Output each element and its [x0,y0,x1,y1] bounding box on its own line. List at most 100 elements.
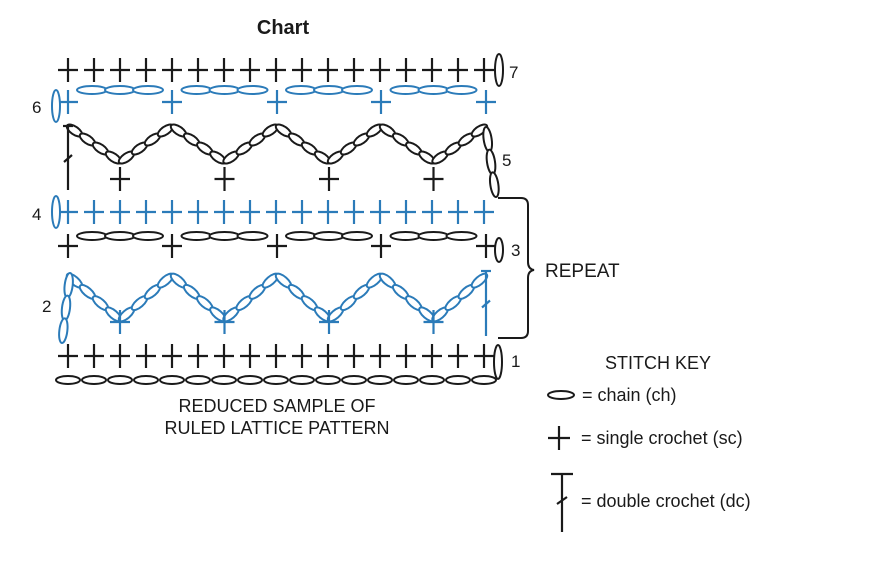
single-crochet-stitch [240,58,260,82]
single-crochet-stitch [423,167,444,191]
single-crochet-stitch [318,344,338,368]
single-crochet-stitch [448,58,468,82]
chain-stitch [393,375,419,385]
single-crochet-stitch [292,58,312,82]
chain-stitch [285,231,317,241]
single-crochet-stitch [396,200,416,224]
single-crochet-stitch [136,344,156,368]
chain-stitch [494,237,504,263]
single-crochet-stitch [344,58,364,82]
single-crochet-stitch [267,90,287,114]
row-1-stitches [55,344,503,385]
row-number-6: 6 [32,98,41,117]
single-crochet-stitch [110,167,130,191]
single-crochet-stitch [422,200,442,224]
single-crochet-stitch [319,310,339,334]
single-crochet-stitch [58,58,78,82]
single-crochet-stitch [188,200,208,224]
single-crochet-stitch [266,344,286,368]
single-crochet-stitch [423,310,444,334]
chain-symbol-icon [547,390,575,400]
double-crochet-stitch [481,269,491,336]
single-crochet-stitch [162,344,182,368]
single-crochet-stitch [240,344,260,368]
chain-stitch [470,123,489,138]
single-crochet-stitch [344,200,364,224]
single-crochet-stitch [318,200,338,224]
chart-caption-line1: REDUCED SAMPLE OF [178,396,375,416]
repeat-bracket [498,197,535,339]
chain-stitch [445,231,478,241]
single-crochet-stitch [292,344,312,368]
chain-stitch [55,375,81,385]
dc-slash [63,154,73,163]
chain-stitch [445,85,478,95]
row-number-2: 2 [42,297,51,316]
single-crochet-stitch [474,344,494,368]
single-crochet-stitch [474,58,494,82]
key-single-crochet-label: = single crochet (sc) [581,428,743,448]
chain-stitch [494,53,504,87]
row-6-stitches [51,85,496,123]
chain-stitch [63,271,74,299]
single-crochet-stitch [344,344,364,368]
chain-stitch [313,231,345,241]
chain-stitch [81,375,107,385]
single-crochet-stitch [136,200,156,224]
single-crochet-stitch [188,58,208,82]
chain-stitch [76,85,108,95]
chain-stitch [471,375,497,385]
single-crochet-stitch [396,58,416,82]
chain-stitch [236,231,269,241]
chain-stitch [313,85,345,95]
row-number-1: 1 [511,352,520,371]
single-crochet-stitch [422,344,442,368]
chain-stitch [341,375,367,385]
chain-stitch [417,231,450,241]
chain-stitch [132,231,164,241]
chain-stitch [315,375,341,385]
single-crochet-stitch [266,58,286,82]
single-crochet-stitch [292,200,312,224]
chain-stitch [389,85,422,95]
single-crochet-stitch [162,200,182,224]
chain-stitch [488,171,500,199]
chain-stitch [419,375,445,385]
single-crochet-stitch [476,90,496,114]
single-crochet-stitch [396,344,416,368]
row-7-stitches [58,53,504,87]
key-double-crochet-label: = double crochet (dc) [581,491,751,511]
double-crochet-stitch [63,124,73,190]
single-crochet-stitch [370,344,390,368]
single-crochet-stitch [474,200,494,224]
chain-stitch [185,375,211,385]
double-crochet-symbol-icon [551,472,573,532]
chain-stitch [493,344,503,380]
single-crochet-stitch [84,58,104,82]
single-crochet-stitch [214,310,235,334]
chain-stitch [341,85,373,95]
chain-stitch [159,375,185,385]
chain-stitch [236,85,269,95]
single-crochet-stitch [214,167,235,191]
single-crochet-stitch [371,90,391,114]
row-5-stitches [63,123,500,199]
single-crochet-stitch [162,58,182,82]
single-crochet-stitch [58,90,78,114]
single-crochet-stitch [58,234,78,258]
single-crochet-stitch [162,234,182,258]
chain-stitch [445,375,471,385]
single-crochet-stitch [110,200,130,224]
single-crochet-stitch [162,90,182,114]
single-crochet-stitch [267,234,287,258]
chain-stitch [263,375,289,385]
chain-stitch [104,85,136,95]
row-number-7: 7 [509,63,518,82]
chain-stitch [289,375,315,385]
single-crochet-stitch [214,58,234,82]
single-crochet-stitch [476,234,496,258]
chart-title: Chart [257,17,310,39]
single-crochet-stitch [188,344,208,368]
chain-stitch [208,85,241,95]
single-crochet-stitch [370,200,390,224]
